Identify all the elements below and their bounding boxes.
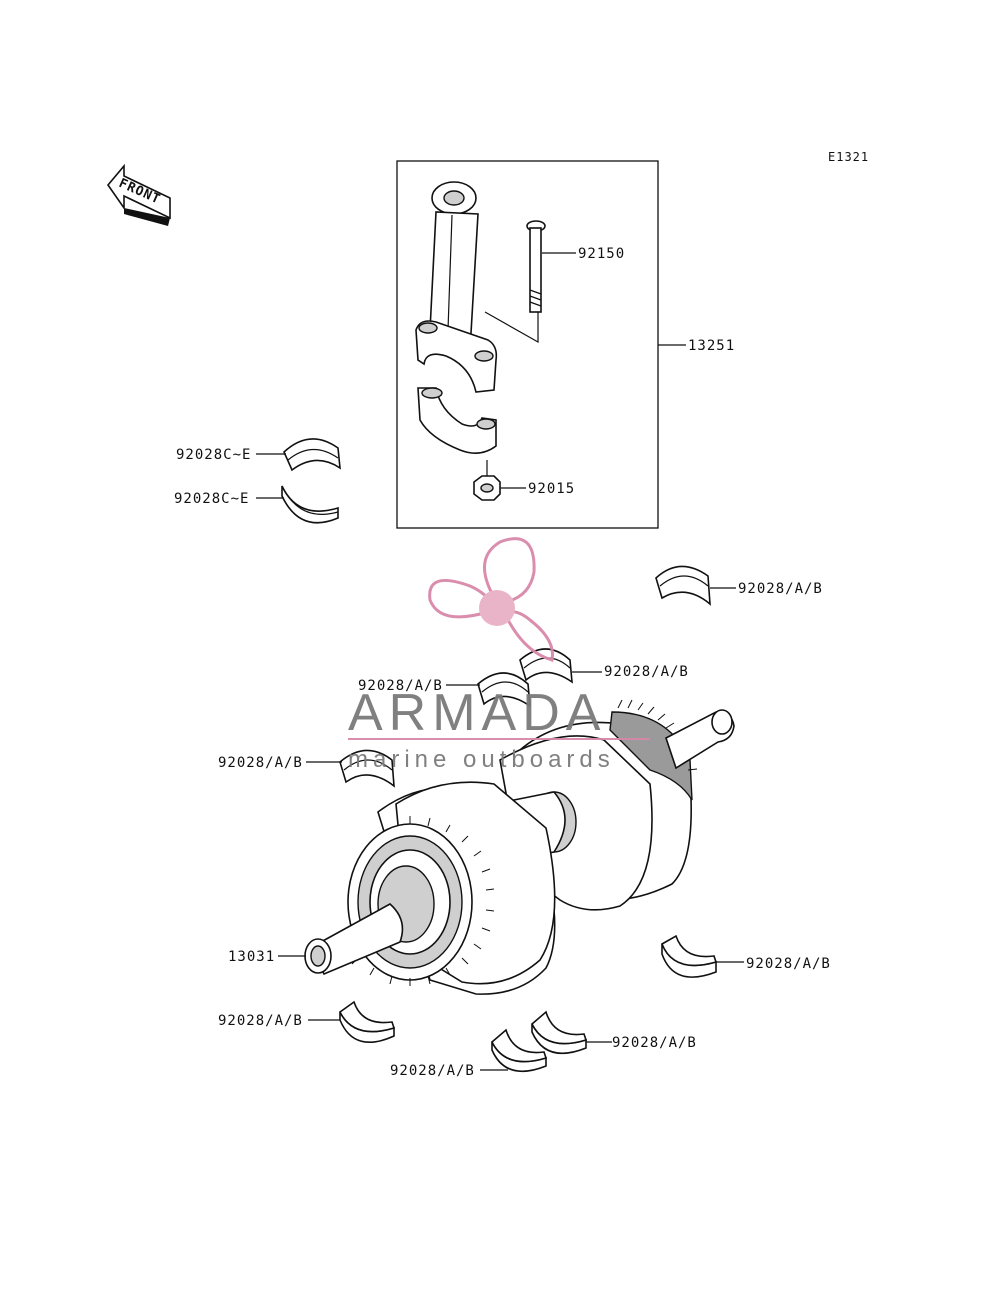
label-crankshaft: 13031 — [228, 949, 275, 965]
front-arrow-icon: FRONT — [106, 163, 171, 226]
rod-bolt — [526, 220, 546, 313]
label-92015: 92015 — [528, 481, 575, 497]
crankshaft — [304, 699, 735, 995]
rod-nut — [473, 460, 501, 501]
main-bearing-mid-left — [477, 672, 531, 708]
label-main-bearing-top-right: 92028/A/B — [738, 581, 823, 597]
watermark-tagline: marine outboards — [348, 746, 615, 773]
label-main-bearing-bottom-left: 92028/A/B — [218, 1013, 303, 1029]
connecting-rod — [415, 181, 498, 393]
bolt-leader — [484, 311, 539, 344]
label-main-bearing-left: 92028/A/B — [218, 755, 303, 771]
main-bearing-bottom-mid — [531, 1010, 588, 1055]
label-main-bearing-mid-right: 92028/A/B — [604, 664, 689, 680]
label-rod-bearing-lower: 92028C~E — [174, 491, 249, 507]
label-main-bearing-bottom-mid: 92028/A/B — [612, 1035, 697, 1051]
connecting-rod-cap — [417, 387, 497, 454]
main-bearing-lower-right — [660, 934, 718, 978]
label-main-bearing-mid-left: 92028/A/B — [358, 678, 443, 694]
watermark-brand: ARMADA — [348, 684, 606, 742]
diagram-code: E1321 — [828, 150, 869, 164]
main-bearing-left — [339, 749, 395, 788]
main-bearing-mid-right — [519, 648, 573, 684]
label-main-bearing-lower-right: 92028/A/B — [746, 956, 831, 972]
label-main-bearing-bottom-center: 92028/A/B — [390, 1063, 475, 1079]
armada-watermark: ARMADA marine outboards — [348, 537, 650, 773]
rod-bearing-upper — [283, 438, 341, 472]
label-92150: 92150 — [578, 246, 625, 262]
propeller-logo-icon — [428, 537, 555, 662]
label-13251: 13251 — [688, 338, 735, 354]
main-bearing-bottom-left — [338, 1000, 396, 1044]
label-rod-bearing-upper: 92028C~E — [176, 447, 251, 463]
main-bearing-top-right — [655, 565, 711, 606]
main-bearing-bottom-center — [491, 1028, 548, 1073]
rod-bearing-lower — [281, 485, 339, 524]
